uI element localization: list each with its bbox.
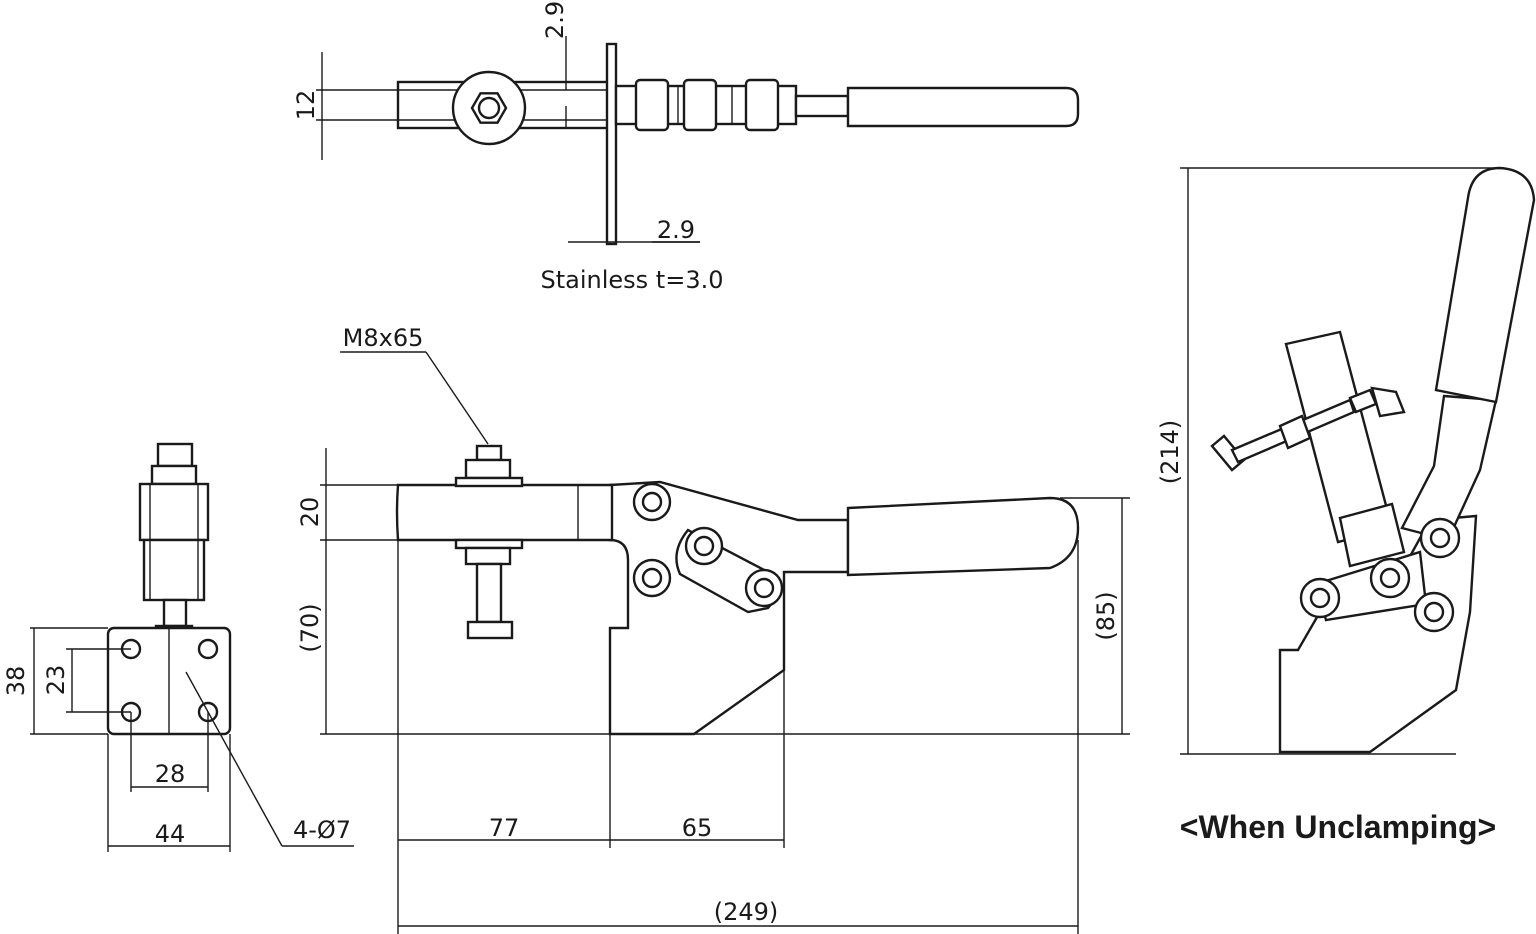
end-view: 38 23 28 44 4-Ø7 <box>2 442 354 852</box>
dim-65: 65 <box>682 814 713 842</box>
top-view: 2.9 12 2.9 Stainless t=3.0 <box>292 1 1080 294</box>
dim-thickness-top: 2.9 <box>541 1 569 39</box>
dim-open-height: (214) <box>1156 420 1184 485</box>
mount-hole <box>197 638 219 660</box>
pivot-pins <box>632 482 784 608</box>
spindle-bolt <box>454 444 524 640</box>
dim-base-height: (70) <box>296 603 324 652</box>
dim-thickness-bottom: 2.9 <box>657 216 695 244</box>
dim-base-width: 44 <box>155 820 186 848</box>
hole-callout: 4-Ø7 <box>293 816 351 844</box>
bolt-spec: M8x65 <box>343 324 424 352</box>
unclamped-pins <box>1299 517 1461 633</box>
unclamped-handle-grip <box>1434 166 1536 404</box>
dim-width-12: 12 <box>292 90 320 121</box>
dim-hole-pitch-h: 28 <box>155 760 186 788</box>
handle-grip <box>846 496 1080 577</box>
material-note: Stainless t=3.0 <box>541 266 724 294</box>
dim-overall-length: (249) <box>714 898 779 926</box>
unclamped-view: (214) <When Unclamping> <box>1156 166 1536 845</box>
hex-nut <box>470 92 508 124</box>
dim-77: 77 <box>489 814 520 842</box>
dim-hole-pitch-v: 23 <box>42 665 70 696</box>
dim-handle-height: (85) <box>1092 591 1120 640</box>
unclamped-handle-arm <box>1400 394 1498 542</box>
unclamped-bolt <box>1210 386 1406 472</box>
dim-base-depth: 38 <box>2 666 30 697</box>
unclamping-title: <When Unclamping> <box>1180 809 1496 845</box>
dim-arm-height: 20 <box>296 497 324 528</box>
side-view: 20 (70) (85) 77 65 (249) M8x65 <box>296 324 1130 934</box>
